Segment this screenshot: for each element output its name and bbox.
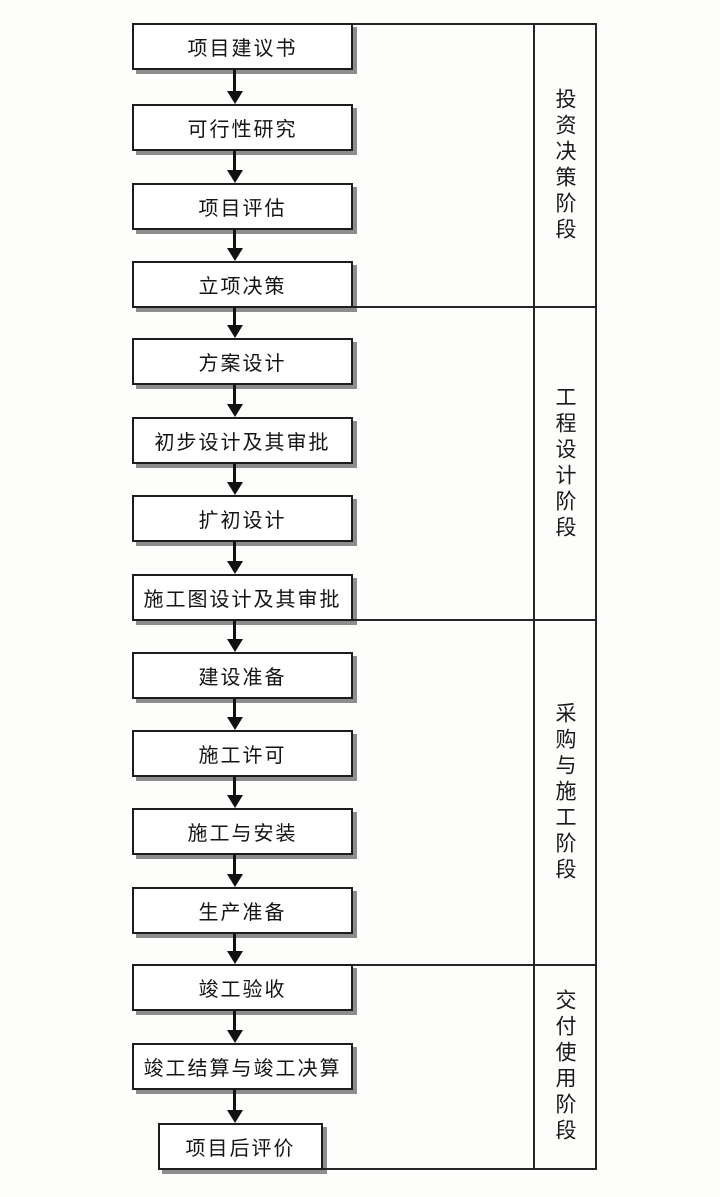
arrow-shaft [233, 1090, 236, 1110]
arrow-down-icon [226, 464, 243, 495]
arrow-head [226, 325, 243, 338]
flow-step-11: 施工与安装 [132, 808, 353, 855]
connector-line-bottom [323, 1168, 597, 1170]
arrow-down-icon [226, 621, 243, 652]
arrow-shaft [233, 621, 236, 639]
arrow-shaft [233, 542, 236, 561]
phase-label-investment-decision: 投资决策阶段 [553, 87, 577, 244]
arrow-head [226, 951, 243, 964]
arrow-shaft [233, 1011, 236, 1030]
arrow-head [226, 170, 243, 183]
flow-step-5: 方案设计 [132, 338, 353, 385]
arrow-shaft [233, 308, 236, 325]
arrow-down-icon [226, 385, 243, 417]
arrow-down-icon [226, 699, 243, 730]
arrow-down-icon [226, 542, 243, 574]
arrow-down-icon [226, 777, 243, 808]
arrow-down-icon [226, 934, 243, 964]
flow-step-6: 初步设计及其审批 [132, 417, 353, 464]
arrow-head [226, 717, 243, 730]
arrow-down-icon [226, 308, 243, 338]
flow-step-7: 扩初设计 [132, 495, 353, 542]
arrow-down-icon [226, 151, 243, 183]
arrow-down-icon [226, 1011, 243, 1043]
flow-step-3: 项目评估 [132, 183, 353, 230]
connector-line-top [353, 23, 597, 25]
flow-step-14: 竣工结算与竣工决算 [132, 1043, 353, 1090]
arrow-head [226, 1110, 243, 1123]
arrow-shaft [233, 699, 236, 717]
flow-step-4: 立项决策 [132, 261, 353, 308]
arrow-head [226, 561, 243, 574]
arrow-head [226, 639, 243, 652]
arrow-head [226, 795, 243, 808]
arrow-shaft [233, 855, 236, 874]
connector-line-divider-2 [353, 619, 597, 621]
connector-line-divider-3 [353, 964, 597, 966]
arrow-head [226, 248, 243, 261]
arrow-shaft [233, 777, 236, 795]
phase-label-procurement-construction: 采购与施工阶段 [553, 701, 577, 884]
flow-step-2: 可行性研究 [132, 104, 353, 151]
phase-column-left-line [533, 23, 535, 1170]
flow-step-15: 项目后评价 [158, 1123, 323, 1170]
arrow-down-icon [226, 1090, 243, 1123]
arrow-down-icon [226, 230, 243, 261]
arrow-down-icon [226, 855, 243, 887]
arrow-shaft [233, 385, 236, 404]
phase-label-delivery-use: 交付使用阶段 [553, 989, 577, 1145]
phase-label-engineering-design: 工程设计阶段 [553, 385, 577, 542]
flow-step-12: 生产准备 [132, 887, 353, 934]
flow-step-1: 项目建议书 [132, 23, 353, 70]
flow-step-10: 施工许可 [132, 730, 353, 777]
arrow-head [226, 1030, 243, 1043]
arrow-shaft [233, 151, 236, 170]
connector-line-divider-1 [353, 306, 597, 308]
arrow-shaft [233, 464, 236, 482]
flow-step-9: 建设准备 [132, 652, 353, 699]
arrow-shaft [233, 230, 236, 248]
flow-step-8: 施工图设计及其审批 [132, 574, 353, 621]
phase-column-right-line [595, 23, 597, 1170]
arrow-head [226, 404, 243, 417]
arrow-down-icon [226, 70, 243, 104]
arrow-shaft [233, 934, 236, 951]
flow-step-13: 竣工验收 [132, 964, 353, 1011]
arrow-head [226, 91, 243, 104]
arrow-head [226, 874, 243, 887]
arrow-shaft [233, 70, 236, 91]
arrow-head [226, 482, 243, 495]
